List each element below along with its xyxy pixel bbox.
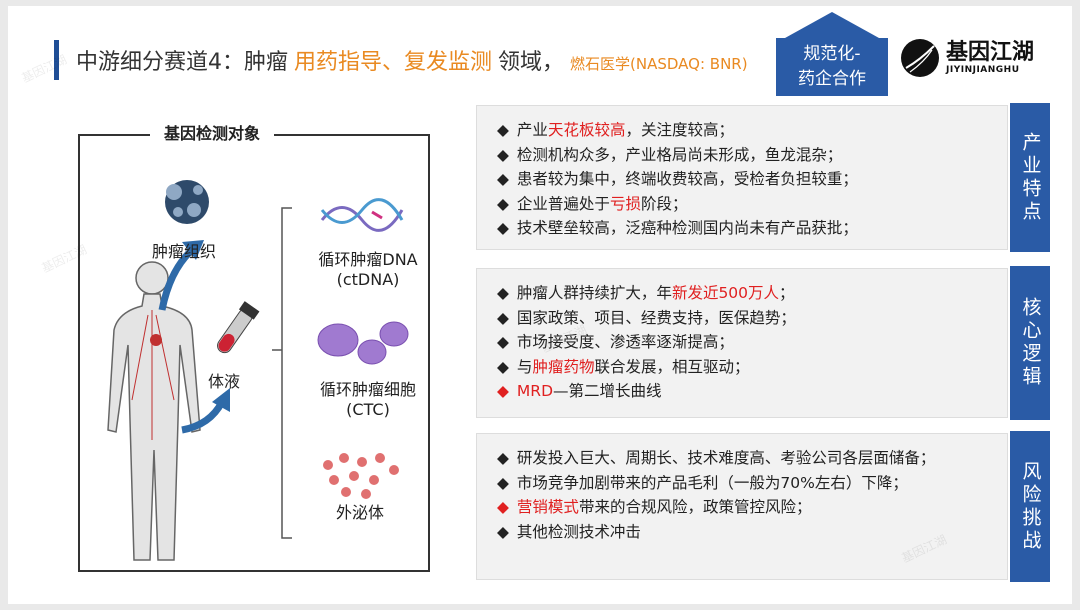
- bullet-icon: ◆: [497, 498, 509, 516]
- bullet-icon: ◆: [497, 284, 509, 302]
- bullet-icon: ◆: [497, 382, 509, 400]
- list-item: ◆ 市场接受度、渗透率逐渐提高；: [497, 330, 1007, 355]
- bullet-icon: ◆: [497, 357, 509, 376]
- badge-line2: 药企合作: [798, 69, 866, 89]
- label-ctdna: 循环肿瘤DNA(ctDNA): [308, 250, 428, 290]
- item-text: 国家政策、项目、经费支持，医保趋势；: [516, 308, 796, 327]
- panel-tag: 风险挑战: [1010, 431, 1050, 582]
- dna-icon: [320, 198, 404, 232]
- bullet-icon: ◆: [497, 449, 509, 467]
- bullet-icon: ◆: [497, 522, 509, 541]
- detection-targets-title: 基因检测对象: [150, 120, 275, 144]
- item-text: 阶段；: [640, 194, 688, 213]
- title-highlight: 用药指导、复发监测: [294, 50, 493, 75]
- bullet-icon: ◆: [497, 121, 509, 139]
- item-text: 带来的合规风险，政策管控风险；: [578, 498, 812, 516]
- logo-icon: [901, 39, 939, 77]
- logo-name: 基因江湖: [946, 40, 1035, 65]
- item-text: 市场接受度、渗透率逐渐提高；: [516, 333, 734, 351]
- item-text: 肿瘤人群持续扩大，年: [516, 284, 672, 302]
- item-highlight: MRD: [516, 382, 554, 400]
- item-highlight: 肿瘤药物: [532, 357, 595, 376]
- bullet-icon: ◆: [497, 194, 509, 213]
- badge: 规范化- 药企合作: [776, 38, 888, 96]
- ctdna-line2: (ctDNA): [336, 270, 400, 289]
- list-item: ◆ 研发投入巨大、周期长、技术难度高、考验公司各层面储备；: [497, 446, 1007, 471]
- badge-arrow: [785, 12, 879, 38]
- item-text: 与: [516, 357, 533, 376]
- item-text: 企业普遍处于: [516, 194, 610, 213]
- list-item: ◆ 市场竞争加剧带来的产品毛利（一般为70%左右）下降；: [497, 471, 1007, 496]
- detection-illustration: [107, 180, 409, 561]
- list-item: ◆ 检测机构众多，产业格局尚未形成，鱼龙混杂；: [497, 143, 1007, 168]
- arrow-head-icon: [212, 388, 230, 412]
- bullet-icon: ◆: [497, 219, 509, 237]
- list-item: ◆ 企业普遍处于亏损阶段；: [497, 192, 1007, 217]
- list-item: ◆ 产业天花板较高，关注度较高；: [497, 118, 1007, 143]
- item-text: 研发投入巨大、周期长、技术难度高、考验公司各层面储备；: [516, 449, 936, 467]
- list-item: ◆ 国家政策、项目、经费支持，医保趋势；: [497, 306, 1007, 331]
- badge-line1: 规范化-: [803, 44, 861, 64]
- panel-2: ◆肿瘤人群持续扩大，年新发近500万人；◆国家政策、项目、经费支持，医保趋势；◆…: [476, 268, 1008, 418]
- list-item: ◆ 营销模式带来的合规风险，政策管控风险；: [497, 495, 1007, 520]
- list-item: ◆ 与肿瘤药物联合发展，相互驱动；: [497, 355, 1007, 380]
- bullet-icon: ◆: [497, 145, 509, 164]
- bracket: [272, 207, 292, 539]
- tumor-tissue-icon: [165, 180, 209, 224]
- item-text: 联合发展，相互驱动；: [594, 357, 750, 376]
- item-text: 产业: [516, 121, 548, 139]
- title-suffix: 领域，: [498, 50, 565, 75]
- item-text: ，关注度较高；: [625, 121, 734, 139]
- panel-tag: 核心逻辑: [1010, 266, 1050, 420]
- list-item: ◆ MRD—第二增长曲线: [497, 379, 1007, 404]
- title-company: 燃石医学(NASDAQ: BNR): [570, 55, 748, 73]
- panel-tag: 产业特点: [1010, 103, 1050, 252]
- logo-sub: JIYINJIANGHU: [946, 65, 1020, 75]
- item-text: ；: [779, 284, 795, 302]
- ctc-cells-icon: [317, 321, 409, 365]
- item-text: 检测机构众多，产业格局尚未形成，鱼龙混杂；: [516, 145, 843, 164]
- list-item: ◆ 其他检测技术冲击: [497, 520, 1007, 545]
- panel-1: ◆ 产业天花板较高，关注度较高； ◆ 检测机构众多，产业格局尚未形成，鱼龙混杂； ◆ 患者…: [476, 105, 1008, 250]
- arrow-icon: [158, 247, 195, 311]
- list-item: ◆ 肿瘤人群持续扩大，年新发近500万人；: [497, 281, 1007, 306]
- label-tumor-tissue: 肿瘤组织: [152, 242, 217, 261]
- test-tube-icon: [217, 301, 260, 354]
- label-body-fluid: 体液: [208, 372, 241, 391]
- item-text: 其他检测技术冲击: [516, 522, 641, 541]
- page-title: 中游细分赛道4：肿瘤 用药指导、复发监测 领域， 燃石医学(NASDAQ: BN…: [76, 44, 748, 76]
- bullet-icon: ◆: [497, 473, 509, 492]
- item-text: 技术壁垒较高，泛癌种检测国内尚未有产品获批；: [516, 219, 858, 237]
- bullet-icon: ◆: [497, 308, 509, 327]
- ctdna-line1: 循环肿瘤DNA: [318, 250, 418, 269]
- item-text: 患者较为集中，终端收费较高，受检者负担较重；: [516, 170, 858, 188]
- item-highlight: 营销模式: [516, 498, 579, 516]
- label-exosome: 外泌体: [336, 503, 385, 522]
- item-highlight: 天花板较高: [547, 121, 626, 139]
- human-body-icon: [107, 261, 201, 561]
- title-prefix: 中游细分赛道4：肿瘤: [76, 50, 288, 75]
- list-item: ◆ 患者较为集中，终端收费较高，受检者负担较重；: [497, 167, 1007, 192]
- list-item: ◆ 技术壁垒较高，泛癌种检测国内尚未有产品获批；: [497, 216, 1007, 241]
- title-accent-bar: [54, 40, 59, 80]
- bullet-icon: ◆: [497, 170, 509, 188]
- item-text: —第二增长曲线: [553, 382, 662, 400]
- ctc-line2: (CTC): [346, 400, 390, 419]
- ctc-line1: 循环肿瘤细胞: [319, 380, 416, 399]
- item-highlight: 新发近500万人: [671, 284, 780, 302]
- bullet-icon: ◆: [497, 333, 509, 351]
- item-highlight: 亏损: [609, 194, 641, 213]
- exosome-icon: [323, 453, 399, 499]
- item-text: 市场竞争加剧带来的产品毛利（一般为70%左右）下降；: [516, 473, 908, 492]
- label-ctc: 循环肿瘤细胞(CTC): [308, 380, 428, 420]
- arrow-head-icon: [182, 240, 204, 260]
- panel-3: ◆ 研发投入巨大、周期长、技术难度高、考验公司各层面储备； ◆ 市场竞争加剧带来的产品…: [476, 433, 1008, 580]
